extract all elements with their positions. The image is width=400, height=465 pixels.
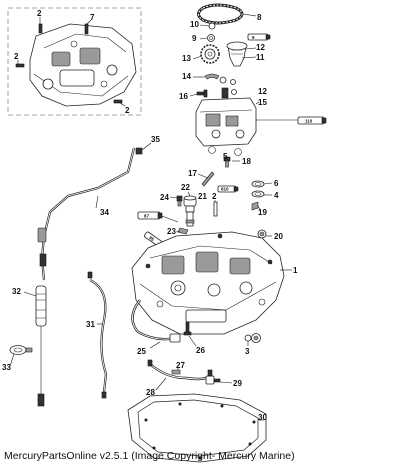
tube-87-label: 87 bbox=[144, 214, 150, 219]
callout-2d: 2 bbox=[212, 192, 217, 201]
callout-14: 14 bbox=[182, 72, 191, 81]
cap-22 bbox=[183, 195, 197, 213]
callout-32: 32 bbox=[12, 287, 21, 296]
tube-95-label: 95 bbox=[148, 235, 155, 242]
fitting-35 bbox=[135, 147, 143, 155]
callout-25: 25 bbox=[137, 347, 146, 356]
filter-32 bbox=[35, 285, 47, 407]
plug-24 bbox=[176, 195, 183, 207]
hose-28 bbox=[147, 359, 207, 381]
clip-23 bbox=[177, 227, 189, 235]
tube-87: 87 bbox=[137, 211, 163, 220]
inset-view bbox=[7, 7, 142, 116]
clip-19 bbox=[251, 201, 259, 211]
callout-18: 18 bbox=[242, 157, 251, 166]
actuator-15 bbox=[195, 76, 257, 156]
sprocket-13 bbox=[200, 44, 220, 64]
callout-34: 34 bbox=[100, 208, 109, 217]
callout-1: 1 bbox=[293, 266, 298, 275]
chain-belt-8 bbox=[197, 3, 244, 25]
callout-9: 9 bbox=[192, 34, 197, 43]
inset-bolt-2b bbox=[15, 63, 25, 68]
sensor-18 bbox=[223, 156, 231, 168]
gasket-30 bbox=[127, 393, 267, 463]
tube-9-label: 9 bbox=[252, 35, 255, 40]
bolt-26 bbox=[183, 321, 192, 336]
hose-31 bbox=[87, 271, 108, 399]
housing-1 bbox=[131, 231, 285, 335]
callout-28: 28 bbox=[146, 388, 155, 397]
callout-7: 7 bbox=[90, 13, 95, 22]
tube-810-label: 810 bbox=[221, 187, 229, 192]
callout-27: 27 bbox=[176, 361, 185, 370]
callout-2a: 2 bbox=[37, 9, 42, 18]
callout-16: 16 bbox=[179, 92, 188, 101]
seal-3 bbox=[244, 333, 261, 343]
callout-3: 3 bbox=[245, 347, 250, 356]
fitting-29 bbox=[205, 369, 221, 385]
washer-9 bbox=[207, 34, 215, 42]
callout-10: 10 bbox=[190, 20, 199, 29]
callout-5: 5 bbox=[223, 152, 228, 161]
inset-bolt-2a bbox=[38, 23, 43, 34]
bolt-16 bbox=[196, 89, 208, 98]
gear-12 bbox=[226, 41, 248, 67]
plug-20 bbox=[257, 229, 267, 239]
hose-25 bbox=[131, 299, 181, 343]
callout-30: 30 bbox=[258, 413, 267, 422]
callout-35: 35 bbox=[151, 135, 160, 144]
callout-8: 8 bbox=[257, 13, 262, 22]
gasket-17 bbox=[201, 171, 215, 187]
orings-6-4 bbox=[251, 180, 265, 198]
fitting-21 bbox=[185, 211, 195, 227]
tube-110: 110 bbox=[297, 116, 327, 125]
inset-housing bbox=[29, 23, 137, 107]
inset-bolt-7 bbox=[84, 23, 89, 35]
callout-23: 23 bbox=[167, 227, 176, 236]
callout-15: 15 bbox=[258, 98, 267, 107]
inset-bolt-2c bbox=[113, 99, 123, 104]
copyright-footer: MercuryPartsOnline v2.5.1 (Image Copyrig… bbox=[4, 450, 295, 462]
callout-12: 12 bbox=[256, 43, 265, 52]
callout-12b: 12 bbox=[258, 87, 267, 96]
callout-31: 31 bbox=[86, 320, 95, 329]
callout-numbers: 2 7 2 2 8 10 9 12 11 13 14 12 16 15 5 18… bbox=[2, 9, 298, 422]
washer-10 bbox=[208, 22, 216, 30]
clip-27 bbox=[171, 369, 181, 375]
clip-14 bbox=[204, 73, 220, 80]
callout-26: 26 bbox=[196, 346, 205, 355]
callout-13: 13 bbox=[182, 54, 191, 63]
inset-frame bbox=[7, 7, 142, 116]
callout-22: 22 bbox=[181, 183, 190, 192]
callout-2c: 2 bbox=[125, 106, 130, 115]
callout-17: 17 bbox=[188, 169, 197, 178]
tube-810: 810 bbox=[217, 185, 239, 193]
callout-33: 33 bbox=[2, 363, 11, 372]
callout-29: 29 bbox=[233, 379, 242, 388]
tube-110-label: 110 bbox=[305, 119, 313, 124]
callout-21: 21 bbox=[198, 192, 207, 201]
callout-24: 24 bbox=[160, 193, 169, 202]
hose-34 bbox=[37, 147, 136, 281]
callout-19: 19 bbox=[258, 208, 267, 217]
callout-11: 11 bbox=[256, 53, 265, 62]
callout-20: 20 bbox=[274, 232, 283, 241]
callout-2b: 2 bbox=[14, 52, 19, 61]
callout-6: 6 bbox=[274, 179, 279, 188]
tube-9: 9 bbox=[247, 33, 271, 41]
callout-4: 4 bbox=[274, 191, 279, 200]
clamp-33 bbox=[9, 345, 33, 355]
pin-2 bbox=[213, 201, 218, 217]
